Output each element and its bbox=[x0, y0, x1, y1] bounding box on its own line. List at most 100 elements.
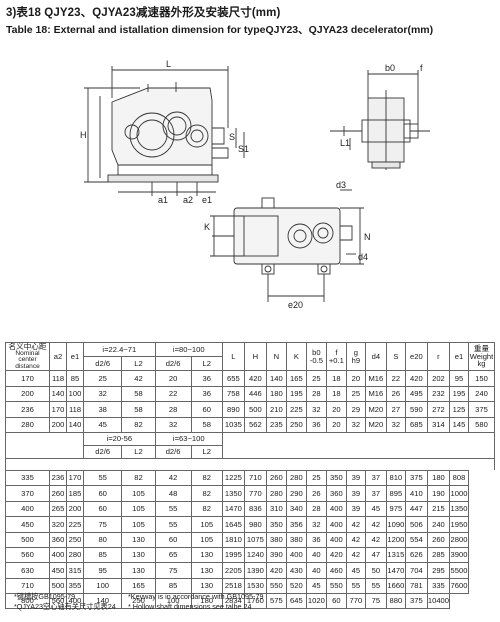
table-cell: 32 bbox=[154, 416, 192, 433]
table-cell: 42 bbox=[345, 531, 366, 548]
lower-header-ratio-b: i=63~100 bbox=[154, 431, 223, 446]
table-cell: 550 bbox=[265, 577, 287, 595]
table-cell: 42 bbox=[345, 546, 366, 564]
table-cell: 1200 bbox=[385, 531, 406, 548]
table-cell: 450 bbox=[5, 516, 50, 533]
table-cell: 20 bbox=[325, 416, 347, 433]
table-cell: 560 bbox=[5, 546, 50, 564]
table-cell: 240 bbox=[468, 385, 495, 403]
table-cell: 390 bbox=[265, 546, 287, 564]
table-cell: 100 bbox=[154, 593, 192, 610]
table-cell: 310 bbox=[265, 500, 287, 518]
table-cell: 250 bbox=[285, 416, 307, 433]
table-cell: 190 bbox=[426, 485, 451, 502]
table-cell: 626 bbox=[404, 546, 428, 564]
table-cell: 1000 bbox=[449, 485, 469, 502]
table-cell: 590 bbox=[404, 401, 428, 418]
table-cell: 550 bbox=[325, 577, 347, 595]
table-cell: 170 bbox=[49, 401, 67, 418]
table-cell: 808 bbox=[449, 469, 469, 487]
table-cell: 520 bbox=[285, 577, 307, 595]
header-d2-a: d2/6 bbox=[82, 355, 123, 372]
title-cn: 3)表18 QJY23、QJYA23减速器外形及安装尺寸(mm) bbox=[6, 7, 281, 19]
table-cell: 32 bbox=[305, 401, 327, 418]
table-cell: 118 bbox=[49, 370, 67, 387]
table-cell: 554 bbox=[404, 531, 428, 548]
table-cell: 140 bbox=[49, 385, 67, 403]
table-cell: 82 bbox=[190, 500, 223, 518]
table-cell: 880 bbox=[385, 593, 406, 610]
label-d3: d3 bbox=[336, 180, 346, 190]
table-cell: 48 bbox=[154, 485, 192, 502]
label-a2: a2 bbox=[183, 195, 193, 205]
table-cell: 400 bbox=[325, 500, 347, 518]
table-cell: 22 bbox=[385, 370, 406, 387]
table-cell: 58 bbox=[121, 385, 156, 403]
table-cell: 36 bbox=[305, 416, 327, 433]
table-cell: 770 bbox=[345, 593, 366, 610]
table-cell: 7600 bbox=[449, 577, 469, 595]
table-cell: 202 bbox=[426, 370, 451, 387]
table-cell: 225 bbox=[285, 401, 307, 418]
header-center-distance: 名义中心距 Nominal center distance bbox=[5, 341, 50, 372]
table-cell: 447 bbox=[404, 500, 428, 518]
table-cell: 170 bbox=[5, 370, 50, 387]
table-cell: 400 bbox=[325, 531, 347, 548]
table-cell: 420 bbox=[265, 562, 287, 579]
table-cell: 200 bbox=[49, 416, 67, 433]
table-cell: 130 bbox=[190, 546, 223, 564]
table-cell: 58 bbox=[190, 416, 223, 433]
table-cell: 781 bbox=[404, 577, 428, 595]
table-cell: 37 bbox=[364, 485, 387, 502]
header-weight-en: Weight bbox=[469, 351, 494, 361]
table-cell: 280 bbox=[5, 416, 50, 433]
table-cell: 36 bbox=[190, 370, 223, 387]
lower-subheader-row: d2/6 L2 d2/6 L2 bbox=[6, 444, 495, 459]
table-cell: 32 bbox=[385, 416, 406, 433]
table-cell: 20 bbox=[325, 401, 347, 418]
table-cell: 82 bbox=[190, 469, 223, 487]
table-cell: 1950 bbox=[449, 516, 469, 533]
table-cell: 195 bbox=[285, 385, 307, 403]
header-f-tol: +0.1 bbox=[328, 355, 344, 365]
table-cell: 85 bbox=[66, 370, 84, 387]
table-cell: 295 bbox=[426, 562, 451, 579]
table-cell: 55 bbox=[154, 516, 192, 533]
dimension-table: 名义中心距 Nominal center distance a2 e1 i=22… bbox=[5, 341, 496, 610]
table-cell: 26 bbox=[305, 485, 327, 502]
table-cell: 285 bbox=[426, 546, 451, 564]
label-N: N bbox=[364, 232, 371, 242]
table-cell: 75 bbox=[82, 516, 123, 533]
table-cell: 140 bbox=[82, 593, 123, 610]
table-cell: 500 bbox=[243, 401, 267, 418]
table-cell: 380 bbox=[285, 531, 307, 548]
table-cell: 100 bbox=[66, 385, 84, 403]
note-2: *QJYA23空心轴有关尺寸见表24 * Hollow shaft dimens… bbox=[14, 602, 263, 612]
table-cell: 506 bbox=[404, 516, 428, 533]
note-1-en: *Keyway is in accordance with GB1095-79 bbox=[128, 592, 264, 601]
table-header-row: 名义中心距 Nominal center distance a2 e1 i=22… bbox=[5, 341, 495, 372]
label-b0: b0 bbox=[385, 63, 395, 73]
header-b0-tol: -0.5 bbox=[309, 355, 323, 365]
table-cell: 150 bbox=[468, 370, 495, 387]
table-cell: 58 bbox=[121, 401, 156, 418]
table-cell: 400 bbox=[66, 593, 84, 610]
label-a1: a1 bbox=[158, 195, 168, 205]
table-cell: 180 bbox=[426, 469, 451, 487]
table-cell: 22 bbox=[154, 385, 192, 403]
note-1: *键槽按GB1095-79 *Keyway is in accordance w… bbox=[14, 592, 263, 602]
header-weight-cn: 重量 bbox=[473, 344, 490, 354]
table-cell: 250 bbox=[66, 531, 84, 548]
table-cell: 18 bbox=[325, 370, 347, 387]
table-cell: 27 bbox=[385, 401, 406, 418]
table-cell: 1470 bbox=[385, 562, 406, 579]
table-cell: 2800 bbox=[449, 531, 469, 548]
table-cell: 315 bbox=[66, 562, 84, 579]
header-g: g h9 bbox=[345, 341, 366, 372]
table-cell: 82 bbox=[190, 485, 223, 502]
